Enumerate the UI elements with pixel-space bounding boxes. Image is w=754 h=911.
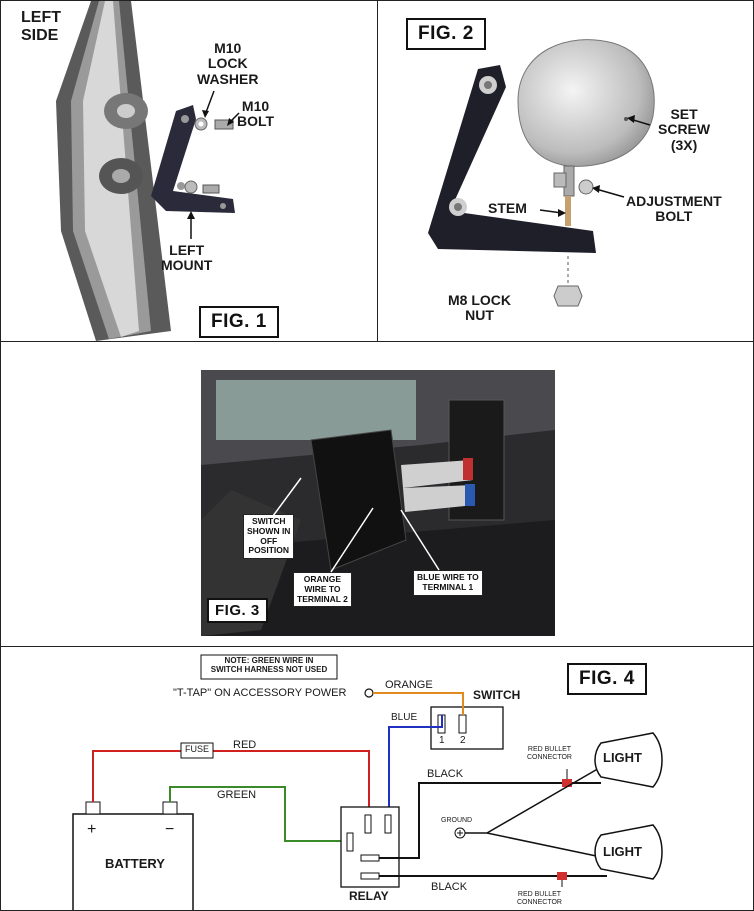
fig2-panel: FIG. 2 SET SCREW (3X) STEM ADJUSTMENT BO…	[377, 0, 754, 342]
black-wire-label-bottom: BLACK	[431, 881, 468, 893]
blue-wire-callout: BLUE WIRE TO TERMINAL 1	[413, 570, 483, 596]
battery-minus: −	[165, 821, 175, 838]
fig4-panel: NOTE: GREEN WIRE IN SWITCH HARNESS NOT U…	[0, 646, 754, 911]
ground-label: GROUND	[441, 817, 473, 824]
wiring-note: NOTE: GREEN WIRE IN SWITCH HARNESS NOT U…	[210, 656, 328, 674]
fig1-label: FIG. 1	[199, 306, 279, 338]
fig1-illustration	[56, 1, 240, 341]
fig2-illustration	[428, 39, 655, 307]
switch-label: SWITCH	[473, 688, 521, 702]
left-mount-label: LEFT MOUNT	[161, 242, 213, 274]
wiring-diagram	[72, 654, 663, 910]
blue-wire-label: BLUE	[391, 712, 418, 723]
stem-label: STEM	[488, 200, 527, 216]
switch-terminal-2: 2	[460, 735, 466, 746]
switch-terminal-1: 1	[439, 735, 445, 746]
lock-washer-label: M10 LOCK WASHER	[197, 40, 259, 87]
battery-plus: +	[87, 821, 97, 838]
red-wire-label: RED	[233, 739, 257, 751]
green-wire-label: GREEN	[217, 789, 257, 801]
black-wire-label-top: BLACK	[427, 768, 464, 780]
battery-label: BATTERY	[105, 856, 165, 871]
red-bullet-connector-top: RED BULLET CONNECTOR	[527, 746, 572, 761]
fig1-panel: LEFT SIDE M10 LOCK WASHER M10 BOLT LEFT …	[0, 0, 378, 342]
adjustment-bolt-label: ADJUSTMENT BOLT	[626, 193, 722, 225]
switch-off-callout: SWITCH SHOWN IN OFF POSITION	[243, 514, 295, 560]
orange-wire-callout: ORANGE WIRE TO TERMINAL 2	[293, 572, 352, 608]
fig3-label: FIG. 3	[207, 598, 268, 623]
relay-label: RELAY	[349, 889, 389, 903]
light-top-label: LIGHT	[603, 750, 642, 765]
fig4-label: FIG. 4	[567, 663, 647, 695]
t-tap-label: "T-TAP" ON ACCESSORY POWER	[173, 687, 347, 699]
left-side-label: LEFT SIDE	[21, 9, 61, 44]
set-screw-label: SET SCREW (3X)	[658, 106, 711, 153]
red-bullet-connector-bottom: RED BULLET CONNECTOR	[517, 891, 562, 906]
orange-wire-label: ORANGE	[385, 679, 433, 691]
lock-nut-label: M8 LOCK NUT	[448, 292, 511, 324]
fig3-photo: SWITCH SHOWN IN OFF POSITION ORANGE WIRE…	[201, 370, 555, 636]
light-bottom-label: LIGHT	[603, 844, 642, 859]
fuse-label: FUSE	[185, 744, 210, 754]
fig2-label: FIG. 2	[406, 18, 486, 50]
bolt-label: M10 BOLT	[237, 98, 275, 130]
fig3-panel: SWITCH SHOWN IN OFF POSITION ORANGE WIRE…	[0, 341, 754, 647]
